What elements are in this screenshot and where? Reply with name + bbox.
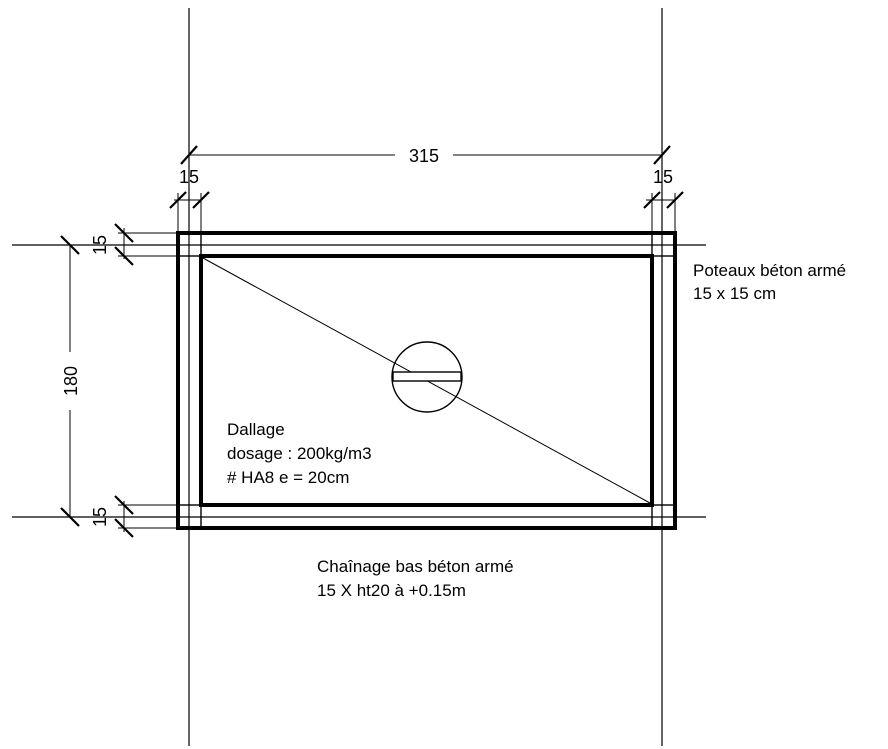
tick-mark <box>169 191 187 209</box>
post-bottom-left <box>177 504 202 529</box>
post-bottom-right <box>651 504 676 529</box>
tick-mark <box>114 246 134 266</box>
post-top-left <box>177 232 202 257</box>
tick-mark <box>114 518 134 538</box>
note-slab-line: # HA8 e = 20cm <box>227 468 349 487</box>
tick-mark <box>114 495 134 515</box>
dim-text-overall-height: 180 <box>61 366 81 396</box>
note-posts: Poteaux béton armé 15 x 15 cm <box>693 261 851 303</box>
floor-drain-grate <box>392 371 462 382</box>
note-beam-line: 15 X ht20 à +0.15m <box>317 581 466 600</box>
dim-text-top-post-height: 15 <box>90 235 110 255</box>
tick-mark <box>666 191 684 209</box>
dim-text-left-post-width: 15 <box>179 167 199 187</box>
note-beam: Chaînage bas béton armé 15 X ht20 à +0.1… <box>317 557 518 600</box>
dim-text-overall-width: 315 <box>409 146 439 166</box>
tick-mark <box>114 223 134 243</box>
beam-outer-outline <box>176 231 677 530</box>
post-top-right <box>651 232 676 257</box>
floor-drain-symbol <box>391 341 463 413</box>
note-slab-line: Dallage <box>227 420 285 439</box>
note-posts-line: 15 x 15 cm <box>693 284 776 303</box>
tick-mark <box>60 507 80 527</box>
tick-mark <box>60 235 80 255</box>
tick-mark <box>192 191 210 209</box>
tick-mark <box>653 145 671 165</box>
note-slab-line: dosage : 200kg/m3 <box>227 444 372 463</box>
dim-text-bottom-post-height: 15 <box>90 507 110 527</box>
tick-mark <box>180 145 198 165</box>
note-posts-line: Poteaux béton armé <box>693 261 846 280</box>
note-slab: Dallage dosage : 200kg/m3 # HA8 e = 20cm <box>227 420 376 487</box>
dim-text-right-post-width: 15 <box>653 167 673 187</box>
note-beam-line: Chaînage bas béton armé <box>317 557 514 576</box>
tick-mark <box>643 191 661 209</box>
